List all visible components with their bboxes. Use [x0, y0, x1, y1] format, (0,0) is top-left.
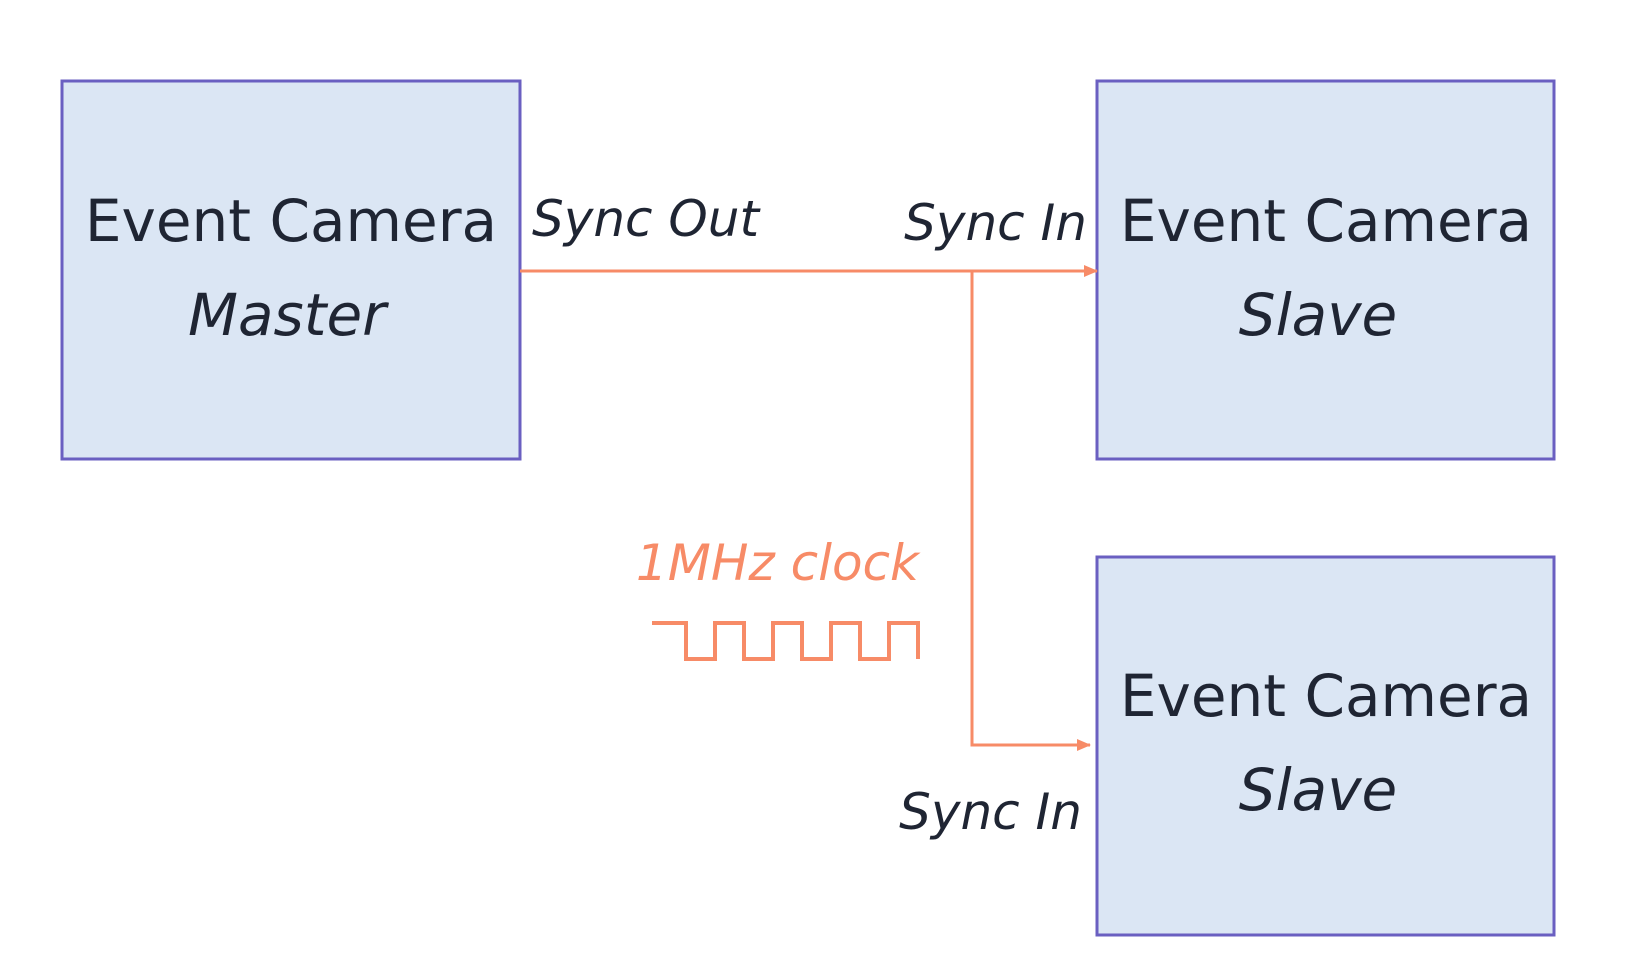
slave-bottom-camera-box: Event Camera Slave	[1095, 555, 1556, 937]
slave-top-box-title: Event Camera	[1120, 187, 1532, 255]
slave-top-box-role: Slave	[1239, 281, 1397, 349]
sync-out-label: Sync Out	[532, 190, 761, 248]
master-box-role: Master	[188, 281, 389, 349]
master-box-title: Event Camera	[85, 187, 497, 255]
master-camera-box: Event Camera Master	[60, 79, 522, 461]
slave-bottom-box-rect	[1095, 555, 1556, 937]
slave-top-box-rect	[1095, 79, 1556, 461]
clock-label: 1MHz clock	[636, 534, 921, 592]
sync-in-label-bottom: Sync In	[899, 783, 1082, 841]
sync-wire-branch-to-slave-bottom	[970, 271, 1091, 751]
slave-top-camera-box: Event Camera Slave	[1095, 79, 1556, 461]
clock-waveform	[652, 621, 920, 661]
slave-bottom-box-role: Slave	[1239, 756, 1397, 824]
sync-in-label-top: Sync In	[904, 194, 1087, 252]
master-box-rect	[60, 79, 522, 461]
slave-bottom-box-title: Event Camera	[1120, 662, 1532, 730]
